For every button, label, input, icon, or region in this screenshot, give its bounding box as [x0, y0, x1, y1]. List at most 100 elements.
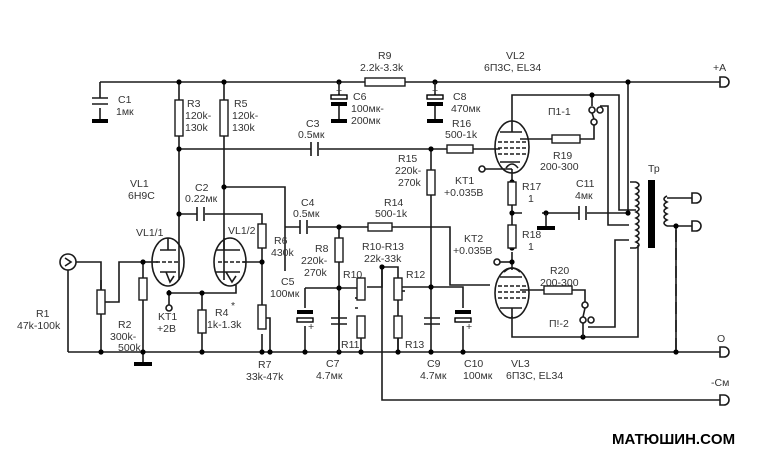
r2-value1: 300k-: [110, 331, 137, 343]
switch-p1-2[interactable]: [579, 301, 595, 337]
labels: C1 1мк R3 120k- 130k R5 120k- 130k R9 2.…: [17, 50, 735, 448]
c1-ref: C1: [118, 94, 132, 106]
c1-value: 1мк: [116, 106, 134, 118]
r8-ref: R8: [315, 243, 329, 255]
r3-ref: R3: [187, 98, 201, 110]
r15-body: [426, 169, 436, 196]
vl1-tube: [151, 237, 247, 287]
vl2-tube: [494, 120, 530, 174]
r20-body: [543, 285, 573, 295]
r17-value: 1: [528, 193, 534, 205]
terminal-speaker-2: [691, 220, 702, 232]
c4-ref: C4: [301, 197, 315, 209]
vl1-ref: VL1: [130, 178, 149, 190]
p1-2-label: П!-2: [549, 318, 569, 330]
input-jack[interactable]: [59, 253, 77, 271]
p1-1-label: П1-1: [548, 106, 571, 118]
c2-value: 0.22мк: [185, 193, 218, 205]
r16-value: 500-1k: [445, 129, 478, 141]
terminal-speaker-1: [691, 192, 702, 204]
resistor-bodies: [96, 77, 581, 339]
r14-body: [367, 222, 393, 232]
r7-value: 33k-47k: [246, 371, 284, 383]
r18-ref: R18: [522, 229, 541, 241]
zero-label: О: [717, 333, 725, 345]
r19-body: [551, 134, 581, 144]
r16-body: [446, 144, 474, 154]
kt1-input-point: [165, 304, 173, 312]
r4-body: [197, 309, 207, 334]
capacitors: [92, 82, 587, 366]
c7-value: 4.7мк: [316, 370, 343, 382]
r5-value1: 120k-: [232, 110, 259, 122]
r2-body: [138, 277, 148, 301]
r11-body: [356, 315, 366, 339]
r4-ref: R4: [215, 307, 229, 319]
r6-ref: R6: [274, 235, 288, 247]
r15-value1: 220k-: [395, 165, 422, 177]
test-point-circles[interactable]: [165, 165, 501, 312]
c10-plus: +: [466, 321, 472, 333]
r1-ref: R1: [36, 308, 50, 320]
r12-body: [393, 277, 403, 301]
r10-body: [356, 277, 366, 301]
r17-ref: R17: [522, 181, 541, 193]
c11-ref: C11: [576, 178, 595, 190]
c5-ref: C5: [281, 276, 295, 288]
r4-value: 1k-1.3k: [207, 319, 242, 331]
watermark: МАТЮШИН.COM: [612, 431, 735, 448]
kt1-in-ref: KT1: [158, 311, 177, 323]
c8-plus: +: [432, 85, 438, 97]
r15-value2: 270k: [398, 177, 422, 189]
kt1-out-value: +0.035В: [444, 187, 483, 199]
c3-value: 0.5мк: [298, 129, 325, 141]
r18-body: [507, 224, 517, 249]
r3-value2: 130k: [185, 122, 209, 134]
r8-value1: 220k-: [301, 255, 328, 267]
r6-body: [257, 223, 267, 249]
r11-ref: R11: [341, 339, 360, 351]
minus-bias-label: -См: [711, 377, 729, 389]
r6-value: 430k: [271, 247, 295, 259]
r10-13-ref: R10-R13: [362, 241, 404, 253]
switch-p1-1[interactable]: [588, 106, 604, 126]
c6-value1: 100мк-: [351, 103, 384, 115]
vl3-ref: VL3: [511, 358, 530, 370]
r4-mark: *: [231, 300, 235, 312]
kt1-output-point: [478, 165, 486, 173]
r8-body: [334, 237, 344, 263]
r5-ref: R5: [234, 98, 248, 110]
vl3-type: 6П3С, EL34: [506, 370, 563, 382]
r13-body: [393, 315, 403, 339]
c9-ref: C9: [427, 358, 441, 370]
c8-ref: C8: [453, 91, 467, 103]
r5-value2: 130k: [232, 122, 256, 134]
r3-value1: 120k-: [185, 110, 212, 122]
r2-value2: 500k: [118, 342, 142, 354]
c10-ref: C10: [464, 358, 483, 370]
output-transformer: [630, 180, 677, 350]
r10-ref: R10: [343, 269, 362, 281]
kt1-in-value: +2В: [157, 323, 176, 335]
c7-ref: C7: [326, 358, 340, 370]
c2-ref: C2: [195, 182, 209, 194]
r10-13-value: 22k-33k: [364, 253, 402, 265]
c6-ref: C6: [353, 91, 367, 103]
c4-value: 0.5мк: [293, 208, 320, 220]
r3-body: [174, 99, 184, 137]
r16-ref: R16: [452, 118, 471, 130]
r14-value: 500-1k: [375, 208, 408, 220]
c9-value: 4.7мк: [420, 370, 447, 382]
r19-ref: R19: [553, 150, 572, 162]
c11-value: 4мк: [575, 190, 593, 202]
r7-body: [257, 304, 267, 330]
vl3-tube: [494, 267, 530, 319]
c8-value: 470мк: [451, 103, 481, 115]
r7-ref: R7: [258, 359, 272, 371]
c6-plus: +: [336, 85, 342, 97]
r19-value: 200-300: [540, 161, 579, 173]
vl1-type: 6Н9С: [128, 190, 155, 202]
output-terminals[interactable]: [691, 76, 730, 406]
c5-plus: +: [308, 321, 314, 333]
